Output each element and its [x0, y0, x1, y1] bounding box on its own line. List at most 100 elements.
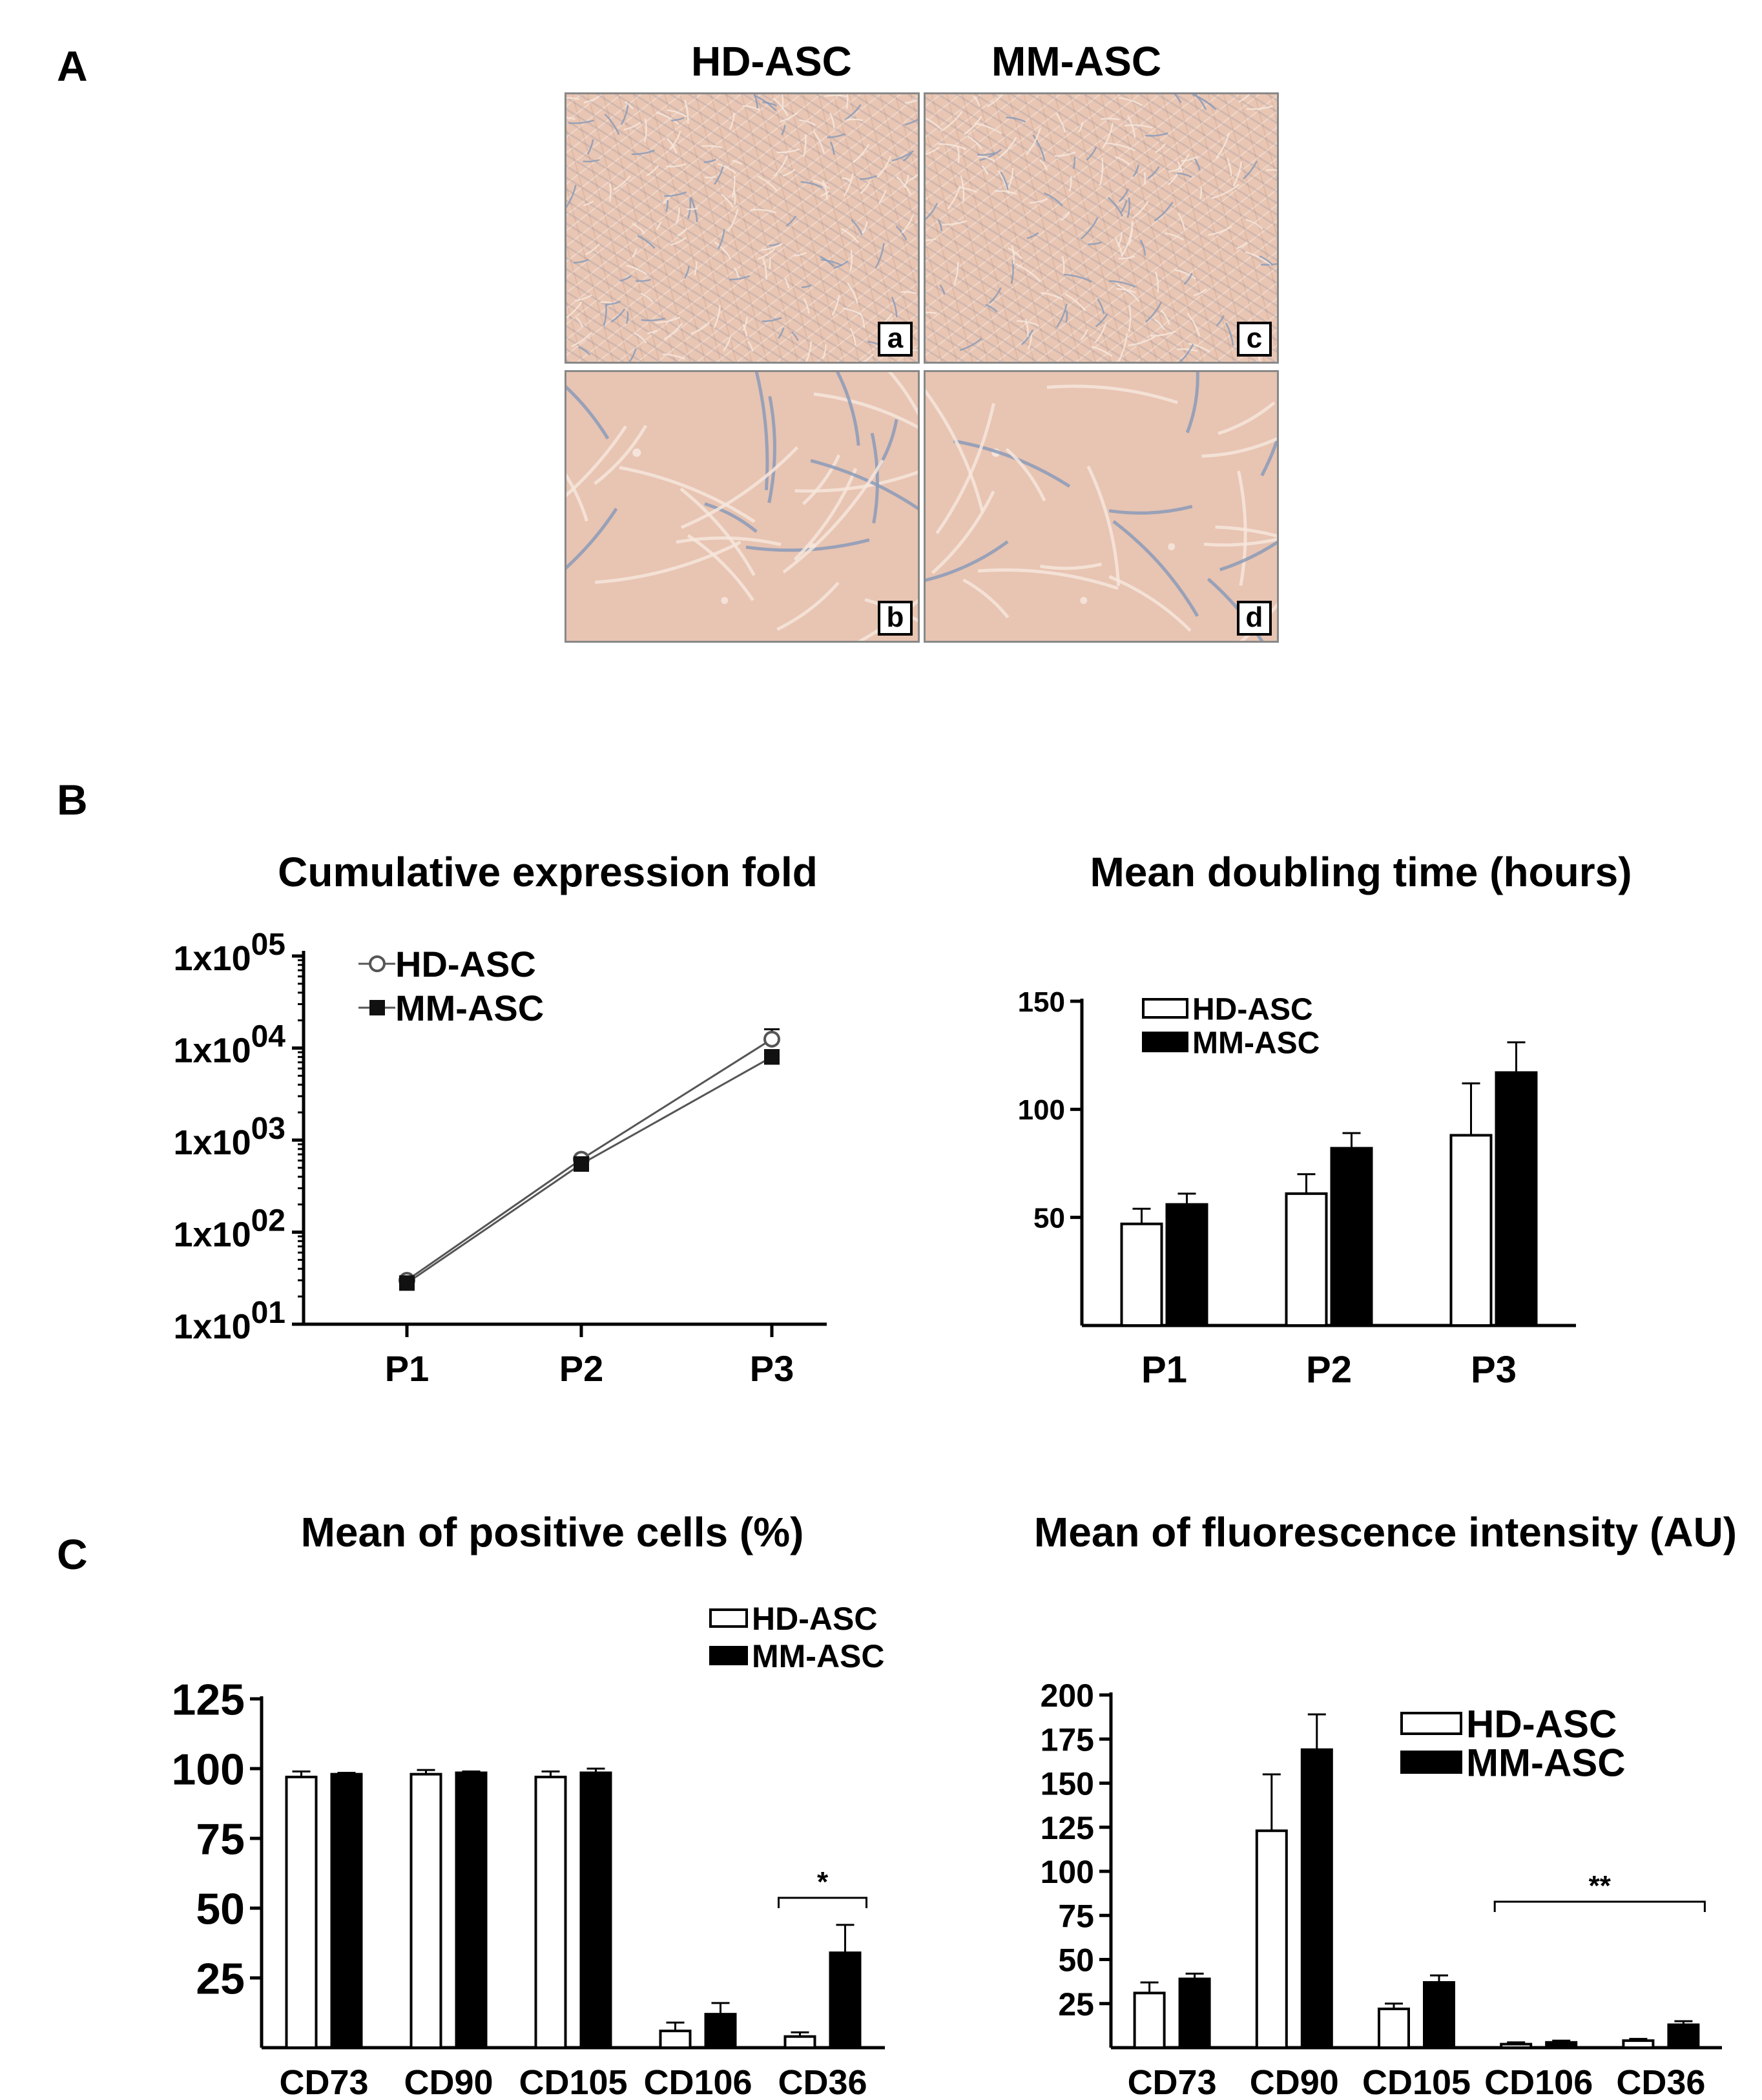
- bar-hd-asc-cd73: [285, 1775, 318, 2049]
- cell-shape: [942, 220, 968, 225]
- legend-marker-hd-asc: [369, 955, 386, 972]
- cell-shape: [732, 160, 743, 165]
- cell-shape: [1201, 437, 1277, 458]
- cell-shape: [1203, 537, 1277, 547]
- cell-shape: [742, 324, 747, 337]
- cell-shape: [733, 267, 740, 279]
- x-tick-label: CD105: [1362, 2063, 1471, 2100]
- cell-shape: [782, 169, 796, 177]
- cell-shape: [666, 138, 678, 154]
- cell-shape: [791, 331, 799, 341]
- cell-shape: [655, 317, 681, 324]
- y-tick-label: 125: [1041, 1810, 1094, 1846]
- cell-shape: [1150, 330, 1176, 337]
- cell-shape: [1017, 320, 1040, 327]
- cell-shape: [1225, 322, 1234, 346]
- cell-shape: [583, 200, 594, 207]
- y-tick-label: 125: [172, 1675, 245, 1724]
- cell-shape: [1080, 217, 1099, 240]
- cell-shape: [583, 159, 600, 163]
- cell-shape: [665, 200, 669, 213]
- x-tick-label: P3: [1471, 1349, 1517, 1391]
- cell-shape: [926, 540, 1009, 582]
- cell-shape: [845, 94, 849, 110]
- cell-shape: [635, 278, 651, 282]
- cell-shape: [1211, 183, 1240, 200]
- cell-shape: [844, 104, 862, 121]
- cell-shape: [909, 174, 918, 181]
- cell-shape: [1091, 346, 1113, 357]
- y-tick-exponent: 05: [251, 928, 285, 962]
- cell-shape: [829, 112, 835, 129]
- cell-shape: [803, 297, 810, 314]
- column-header-hd-asc: HD-ASC: [691, 38, 852, 85]
- cell-shape: [794, 470, 918, 493]
- cell-shape: [779, 112, 798, 123]
- cell-shape: [1193, 288, 1207, 296]
- cell-shape: [1183, 273, 1193, 286]
- cell-shape: [1194, 158, 1201, 171]
- cell-shape: [953, 262, 959, 285]
- cell-shape: [1086, 465, 1121, 587]
- x-tick-label: P1: [1141, 1349, 1187, 1391]
- bar-mm-asc-p3: [1495, 1071, 1538, 1327]
- cell-shape: [891, 296, 898, 318]
- bar-hd-asc-cd106: [659, 2030, 692, 2050]
- y-tick-exponent: 04: [251, 1020, 286, 1054]
- cell-shape: [843, 173, 854, 197]
- bar-mm-asc-cd36: [829, 1951, 862, 2049]
- cell-shape: [1105, 142, 1136, 152]
- cell-shape: [566, 473, 588, 522]
- positive-cells-chart: Mean of positive cells (%)255075100125CD…: [172, 1509, 885, 2100]
- cell-shape: [566, 385, 610, 440]
- cell-shape: [778, 327, 785, 339]
- cell-shape: [1188, 342, 1210, 353]
- cell-shape: [1094, 323, 1107, 344]
- cell-shape: [566, 116, 575, 120]
- cell-shape: [870, 432, 879, 524]
- bar-hd-asc-cd106: [1500, 2043, 1533, 2049]
- cell-shape: [704, 176, 716, 179]
- legend-label: HD-ASC: [1466, 1703, 1617, 1746]
- cell-shape: [891, 150, 914, 162]
- cell-texture: [566, 372, 918, 641]
- legend-label: MM-ASC: [395, 988, 544, 1028]
- cell-shape: [568, 120, 594, 125]
- legend-swatch-mm-asc: [1400, 1751, 1462, 1774]
- cell-shape: [1187, 312, 1201, 337]
- cell-shape: [1021, 329, 1034, 346]
- cell-shape: [566, 185, 577, 209]
- bar-hd-asc-p1: [1120, 1222, 1163, 1327]
- cell-shape: [1118, 188, 1130, 202]
- cell-shape: [977, 155, 995, 162]
- cell-shape: [1026, 127, 1042, 156]
- cell-shape: [860, 182, 871, 194]
- cell-shape: [1117, 333, 1128, 362]
- cell-shape: [1154, 143, 1166, 154]
- cell-shape: [1032, 134, 1046, 161]
- cell-shape: [1097, 298, 1105, 315]
- cell-shape: [606, 300, 621, 306]
- cell-shape: [987, 94, 1004, 107]
- cell-shape: [703, 158, 716, 163]
- cell-shape: [935, 402, 995, 535]
- y-tick-exponent: 01: [251, 1296, 285, 1330]
- cell-shape: [1088, 241, 1102, 245]
- cell-shape: [693, 261, 698, 276]
- cell-shape: [820, 191, 830, 197]
- legend-label: HD-ASC: [752, 1601, 877, 1637]
- cell-shape: [656, 221, 662, 231]
- cell-shape: [612, 175, 632, 191]
- significance-bracket: [778, 1897, 867, 1908]
- cell-shape: [686, 207, 698, 211]
- x-tick-label: CD36: [778, 2063, 867, 2100]
- cell-shape: [845, 118, 863, 121]
- bar-hd-asc-cd105: [534, 1775, 567, 2049]
- cell-shape: [1265, 169, 1277, 172]
- cell-shape: [822, 180, 828, 200]
- data-point-hd-asc: [763, 1030, 780, 1048]
- legend-swatch-hd-asc: [1400, 1712, 1462, 1735]
- cell-shape: [1040, 562, 1103, 570]
- cell-shape: [684, 99, 689, 124]
- cell-shape: [999, 137, 1017, 159]
